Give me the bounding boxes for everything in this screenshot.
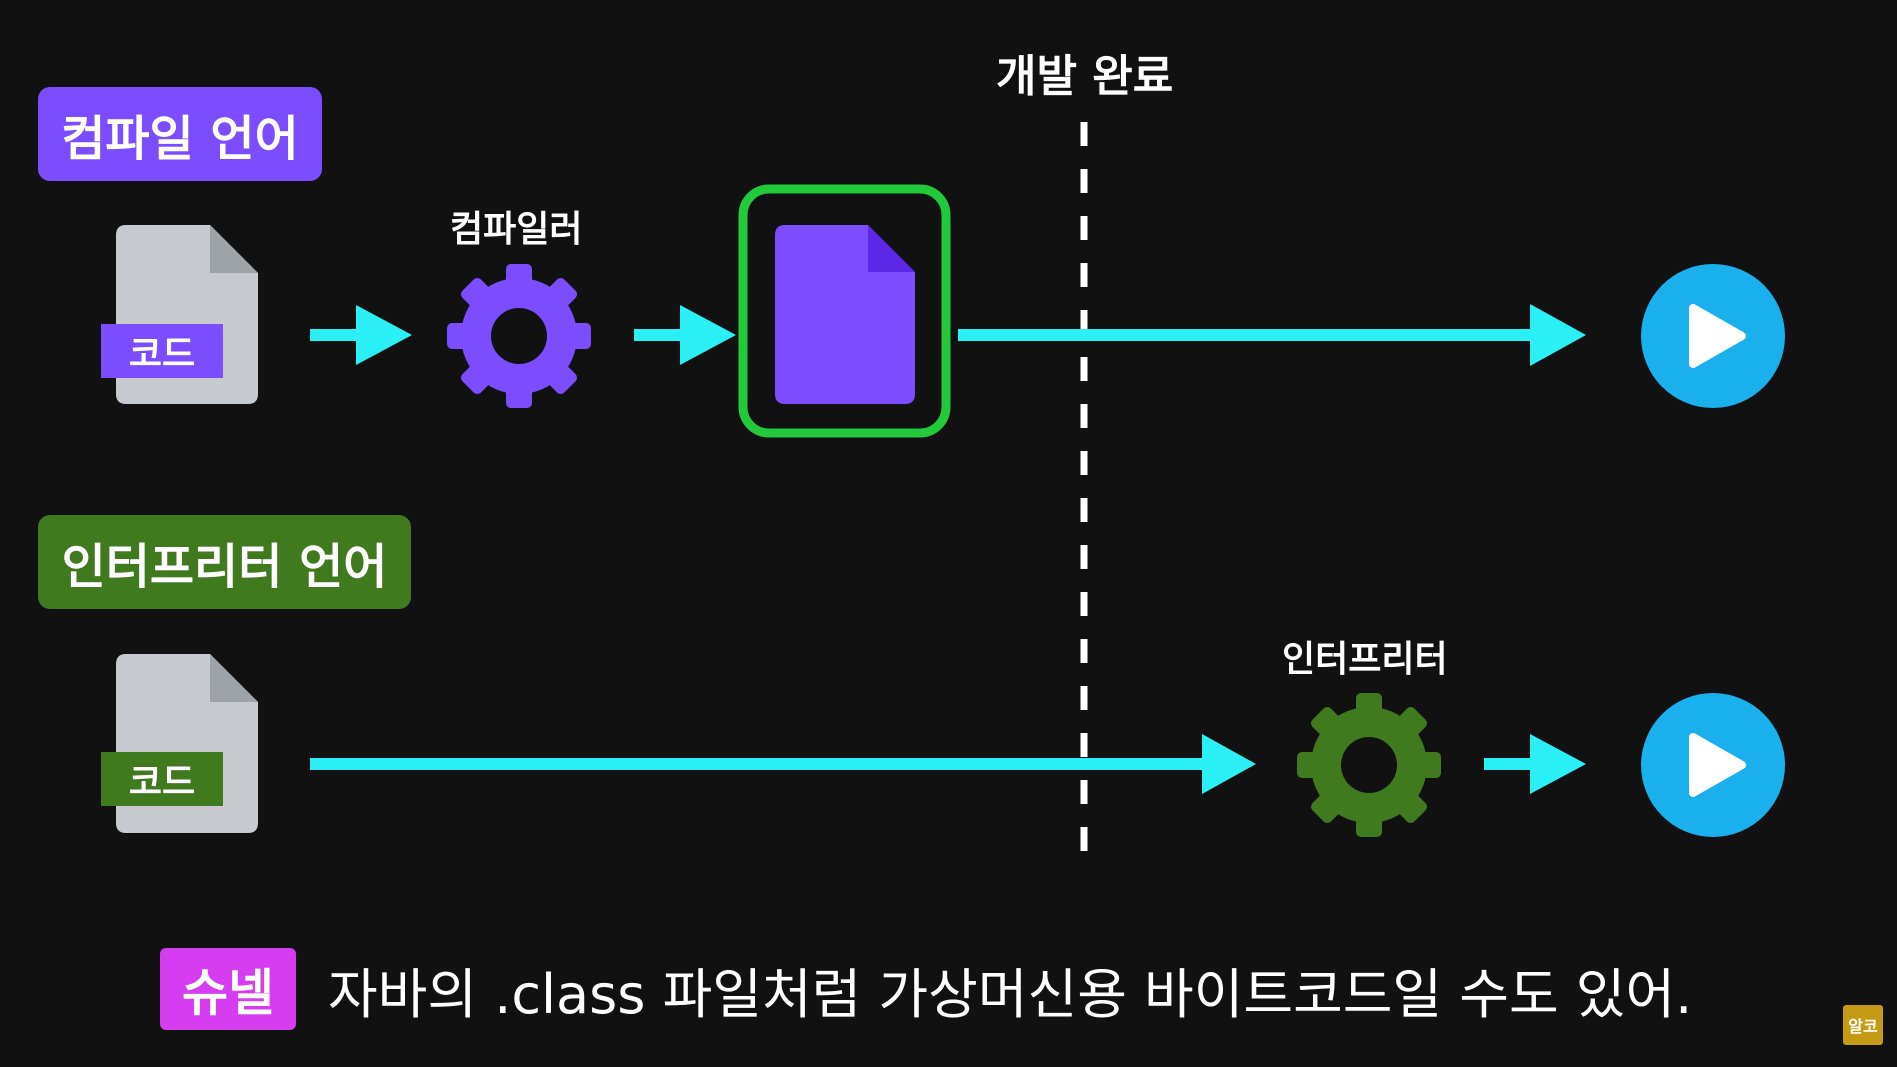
compiled-output-frame	[738, 184, 951, 438]
interpreter-label: 인터프리터	[1282, 639, 1448, 680]
interpreted-language-label: 인터프리터 언어	[38, 515, 411, 609]
compiled-arrow-2-icon	[634, 305, 736, 365]
compiler-label: 컴파일러	[450, 209, 583, 250]
compiled-language-label: 컴파일 언어	[38, 87, 322, 181]
interpreted-play-icon	[1641, 693, 1785, 837]
compiled-arrow-3-icon	[958, 304, 1586, 366]
speaker-badge: 슈넬	[160, 948, 296, 1030]
subtitle-text: 자바의 .class 파일처럼 가상머신용 바이트코드일 수도 있어.	[328, 962, 1693, 1026]
interpreted-arrow-1-icon	[310, 734, 1256, 794]
compiler-gear-icon	[447, 264, 591, 408]
interpreted-arrow-2-icon	[1484, 734, 1586, 794]
subtitle-bar: 슈넬 자바의 .class 파일처럼 가상머신용 바이트코드일 수도 있어.	[160, 948, 1692, 1030]
compiled-play-icon	[1641, 264, 1785, 408]
channel-watermark-logo: 알코	[1843, 1005, 1883, 1045]
compiled-arrow-1-icon	[310, 305, 412, 365]
compiled-output-file-icon	[775, 225, 915, 404]
compiled-code-tag: 코드	[101, 324, 223, 378]
interpreted-code-tag: 코드	[101, 752, 223, 806]
milestone-label: 개발 완료	[996, 51, 1174, 102]
interpreter-gear-icon	[1297, 693, 1441, 837]
interpreted-source-file-icon	[116, 654, 258, 833]
